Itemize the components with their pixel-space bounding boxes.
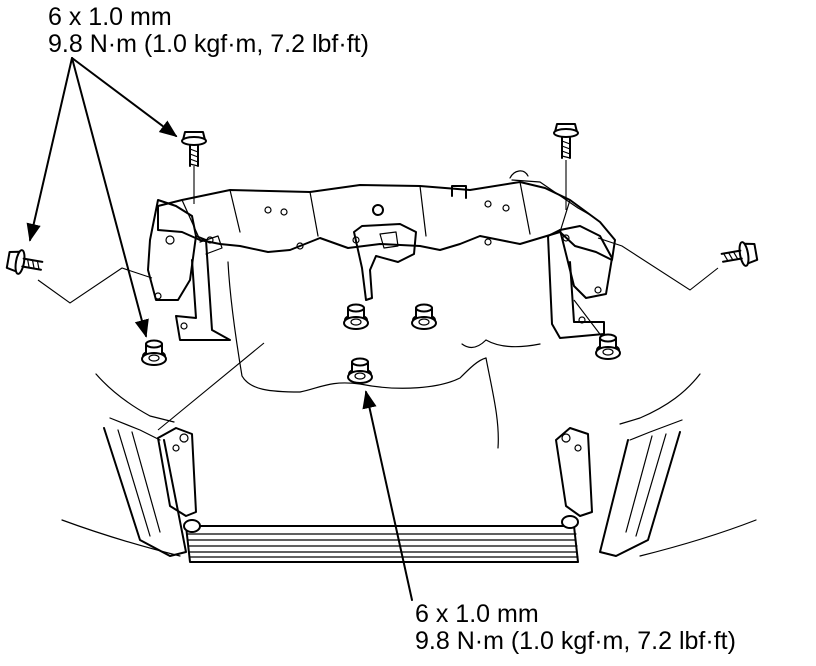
torque-spec-label: 9.8 N·m (1.0 kgf·m, 7.2 lbf·ft) — [415, 627, 736, 655]
right-side-member — [555, 427, 681, 557]
torque-spec-label: 9.8 N·m (1.0 kgf·m, 7.2 lbf·ft) — [48, 30, 369, 58]
upper-support-bracket — [157, 170, 616, 261]
torque-callout-bottom: 6 x 1.0 mm 9.8 N·m (1.0 kgf·m, 7.2 lbf·f… — [415, 601, 736, 655]
bolts — [5, 123, 759, 384]
body-outline — [61, 261, 757, 557]
torque-callout-upper-left: 6 x 1.0 mm 9.8 N·m (1.0 kgf·m, 7.2 lbf·f… — [48, 4, 369, 58]
alignment-lines — [37, 160, 719, 431]
left-mounting-bracket — [147, 199, 231, 341]
right-mounting-bracket — [511, 179, 613, 339]
bolt-icon — [5, 247, 45, 279]
bolt-icon — [181, 131, 207, 167]
center-latch-bracket — [352, 223, 417, 301]
left-side-member — [103, 427, 197, 557]
bolt-icon — [141, 339, 167, 366]
bolt-size-label: 6 x 1.0 mm — [48, 3, 172, 31]
bolt-icon — [595, 333, 621, 360]
bolt-icon — [719, 239, 759, 271]
lower-crossmember — [183, 515, 579, 563]
bolt-icon — [553, 123, 579, 159]
leader-arrows — [26, 57, 413, 601]
bolt-icon — [347, 357, 373, 384]
bolt-icon — [411, 303, 437, 330]
bolt-icon — [343, 303, 369, 330]
bolt-size-label: 6 x 1.0 mm — [415, 600, 539, 628]
